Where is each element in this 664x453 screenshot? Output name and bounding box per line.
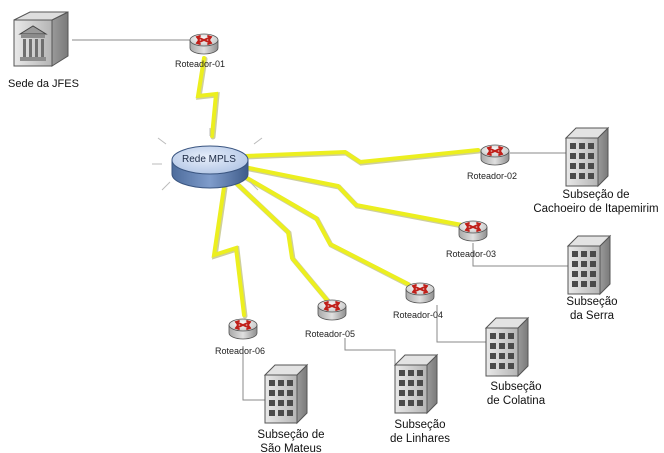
site-label-serra-line1: Subseção bbox=[566, 296, 618, 308]
site-label-sao-mateus-line1: Subseção de bbox=[257, 429, 325, 441]
site-label-cachoeiro-line1: Subseção de bbox=[562, 189, 630, 201]
site-label-sao-mateus: Subseção de São Mateus bbox=[257, 428, 324, 453]
lan-links bbox=[72, 39, 570, 401]
routers bbox=[189, 33, 510, 340]
router-label-05: Roteador-05 bbox=[305, 329, 356, 339]
router-label-02: Roteador-02 bbox=[467, 171, 518, 181]
building-icon-linhares bbox=[393, 353, 439, 415]
building-icon-sao-mateus bbox=[263, 363, 309, 425]
wan-link-r6 bbox=[211, 185, 246, 317]
router-icon-04 bbox=[405, 282, 435, 304]
wan-link-r4 bbox=[238, 172, 410, 286]
router-icon-01 bbox=[189, 33, 219, 55]
wan-link-r3 bbox=[242, 165, 464, 227]
site-label-linhares-line2: de Linhares bbox=[389, 433, 451, 445]
site-label-serra: Subseção da Serra bbox=[566, 295, 617, 323]
site-label-colatina-line2: de Colatina bbox=[486, 395, 546, 407]
router-label-01: Roteador-01 bbox=[175, 59, 226, 69]
site-label-cachoeiro-line2: Cachoeiro de Itapemirim bbox=[533, 203, 659, 215]
building-icon-cachoeiro bbox=[564, 126, 610, 188]
router-icon-03 bbox=[458, 220, 488, 242]
site-buildings bbox=[263, 126, 612, 425]
hq-building-icon bbox=[13, 11, 69, 67]
lan-link-r6-s6 bbox=[242, 346, 266, 401]
cloud-label: Rede MPLS bbox=[182, 154, 236, 165]
site-label-linhares-line1: Subseção bbox=[394, 419, 446, 431]
site-label-serra-line2: da Serra bbox=[569, 310, 615, 322]
building-icon-colatina bbox=[484, 316, 530, 378]
site-label-colatina: Subseção de Colatina bbox=[487, 380, 545, 408]
site-label-cachoeiro: Subseção de Cachoeiro de Itapemirim bbox=[533, 188, 658, 216]
lan-link-r5-s5 bbox=[344, 338, 396, 370]
router-icon-06 bbox=[228, 318, 258, 340]
lan-link-r3-s3 bbox=[472, 243, 570, 267]
wan-links bbox=[195, 56, 482, 319]
building-icon-serra bbox=[566, 234, 612, 296]
router-icon-05 bbox=[317, 299, 347, 321]
wan-link-r2 bbox=[242, 148, 480, 165]
site-label-colatina-line1: Subseção bbox=[490, 381, 542, 393]
router-label-04: Roteador-04 bbox=[393, 310, 444, 320]
wan-link-r5 bbox=[232, 179, 329, 302]
router-label-03: Roteador-03 bbox=[446, 249, 497, 259]
hq-label: Sede da JFES bbox=[8, 78, 79, 90]
wan-link-r1 bbox=[195, 56, 219, 138]
lan-link-r4-s4 bbox=[436, 305, 486, 343]
site-label-linhares: Subseção de Linhares bbox=[390, 418, 450, 446]
router-icon-02 bbox=[480, 144, 510, 166]
mpls-cloud-icon bbox=[152, 128, 263, 191]
site-label-sao-mateus-line2: São Mateus bbox=[260, 443, 322, 453]
router-label-06: Roteador-06 bbox=[215, 346, 266, 356]
